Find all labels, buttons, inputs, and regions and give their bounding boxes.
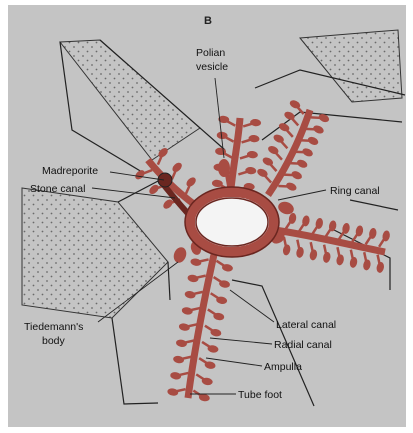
polian-vesicle [218,159,230,177]
label-tiedemanns-body-line2: body [42,335,66,347]
lateral-canal [278,186,291,187]
label-stone-canal: Stone canal [30,183,85,195]
label-polian-vesicle-line1: Polian [196,47,225,59]
label-ampulla: Ampulla [264,361,302,373]
label-polian-vesicle-line2: vesicle [196,61,228,73]
label-ring-canal: Ring canal [330,185,380,197]
label-radial-canal: Radial canal [274,339,332,351]
label-lateral-canal: Lateral canal [276,319,336,331]
label-madreporite: Madreporite [42,165,98,177]
lateral-canal [311,117,324,118]
label-tube-foot: Tube foot [238,389,282,401]
panel-label: B [204,15,212,27]
label-tiedemanns-body-line1: Tiedemann's [24,321,83,333]
madreporite [158,173,172,187]
lateral-canal [284,175,297,176]
lateral-canal [305,129,318,130]
ring-canal [190,192,274,252]
